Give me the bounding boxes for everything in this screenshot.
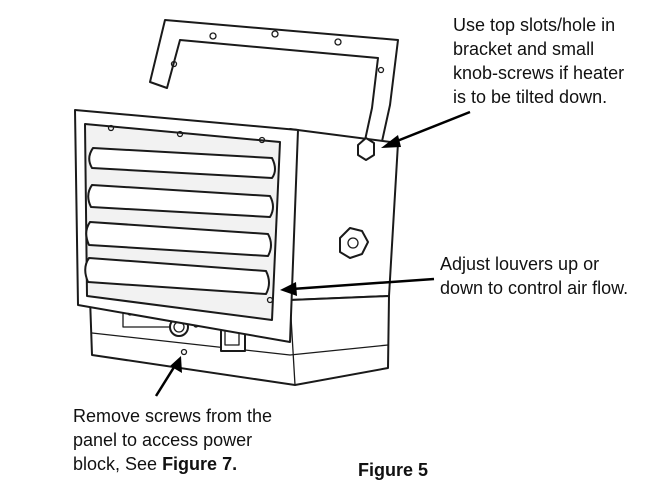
callout-arrow-bracket [381, 110, 471, 148]
bracket-callout-line: knob-screws if heater [453, 63, 625, 83]
louver-callout-line: Adjust louvers up or [440, 254, 600, 274]
panel-screw-icon [180, 348, 188, 356]
bracket-callout-line: bracket and small [453, 39, 595, 59]
figure-caption: Figure 5 [358, 460, 429, 480]
louver-callout: Adjust louvers up or down to control air… [440, 252, 665, 300]
figure-reference: Figure 7. [162, 454, 238, 474]
louvers[interactable] [84, 147, 276, 295]
bracket-callout: Use top slots/hole in bracket and small … [453, 13, 663, 109]
knob-screw-icon[interactable] [357, 137, 375, 161]
bracket-callout-line: Use top slots/hole in [453, 15, 616, 35]
bracket-callout-line: is to be tilted down. [453, 87, 608, 107]
knob-screw-icon[interactable] [339, 227, 369, 259]
panel-callout: Remove screws from the panel to access p… [73, 404, 313, 476]
heater-side-panel [289, 128, 399, 301]
callout-arrow-panel [154, 356, 182, 397]
louver-callout-line: down to control air flow. [440, 278, 629, 298]
panel-callout-line: block, See [73, 454, 163, 474]
panel-callout-line: Remove screws from the [73, 406, 273, 426]
panel-callout-line: panel to access power [73, 430, 253, 450]
callout-arrow-louvers [280, 277, 435, 296]
